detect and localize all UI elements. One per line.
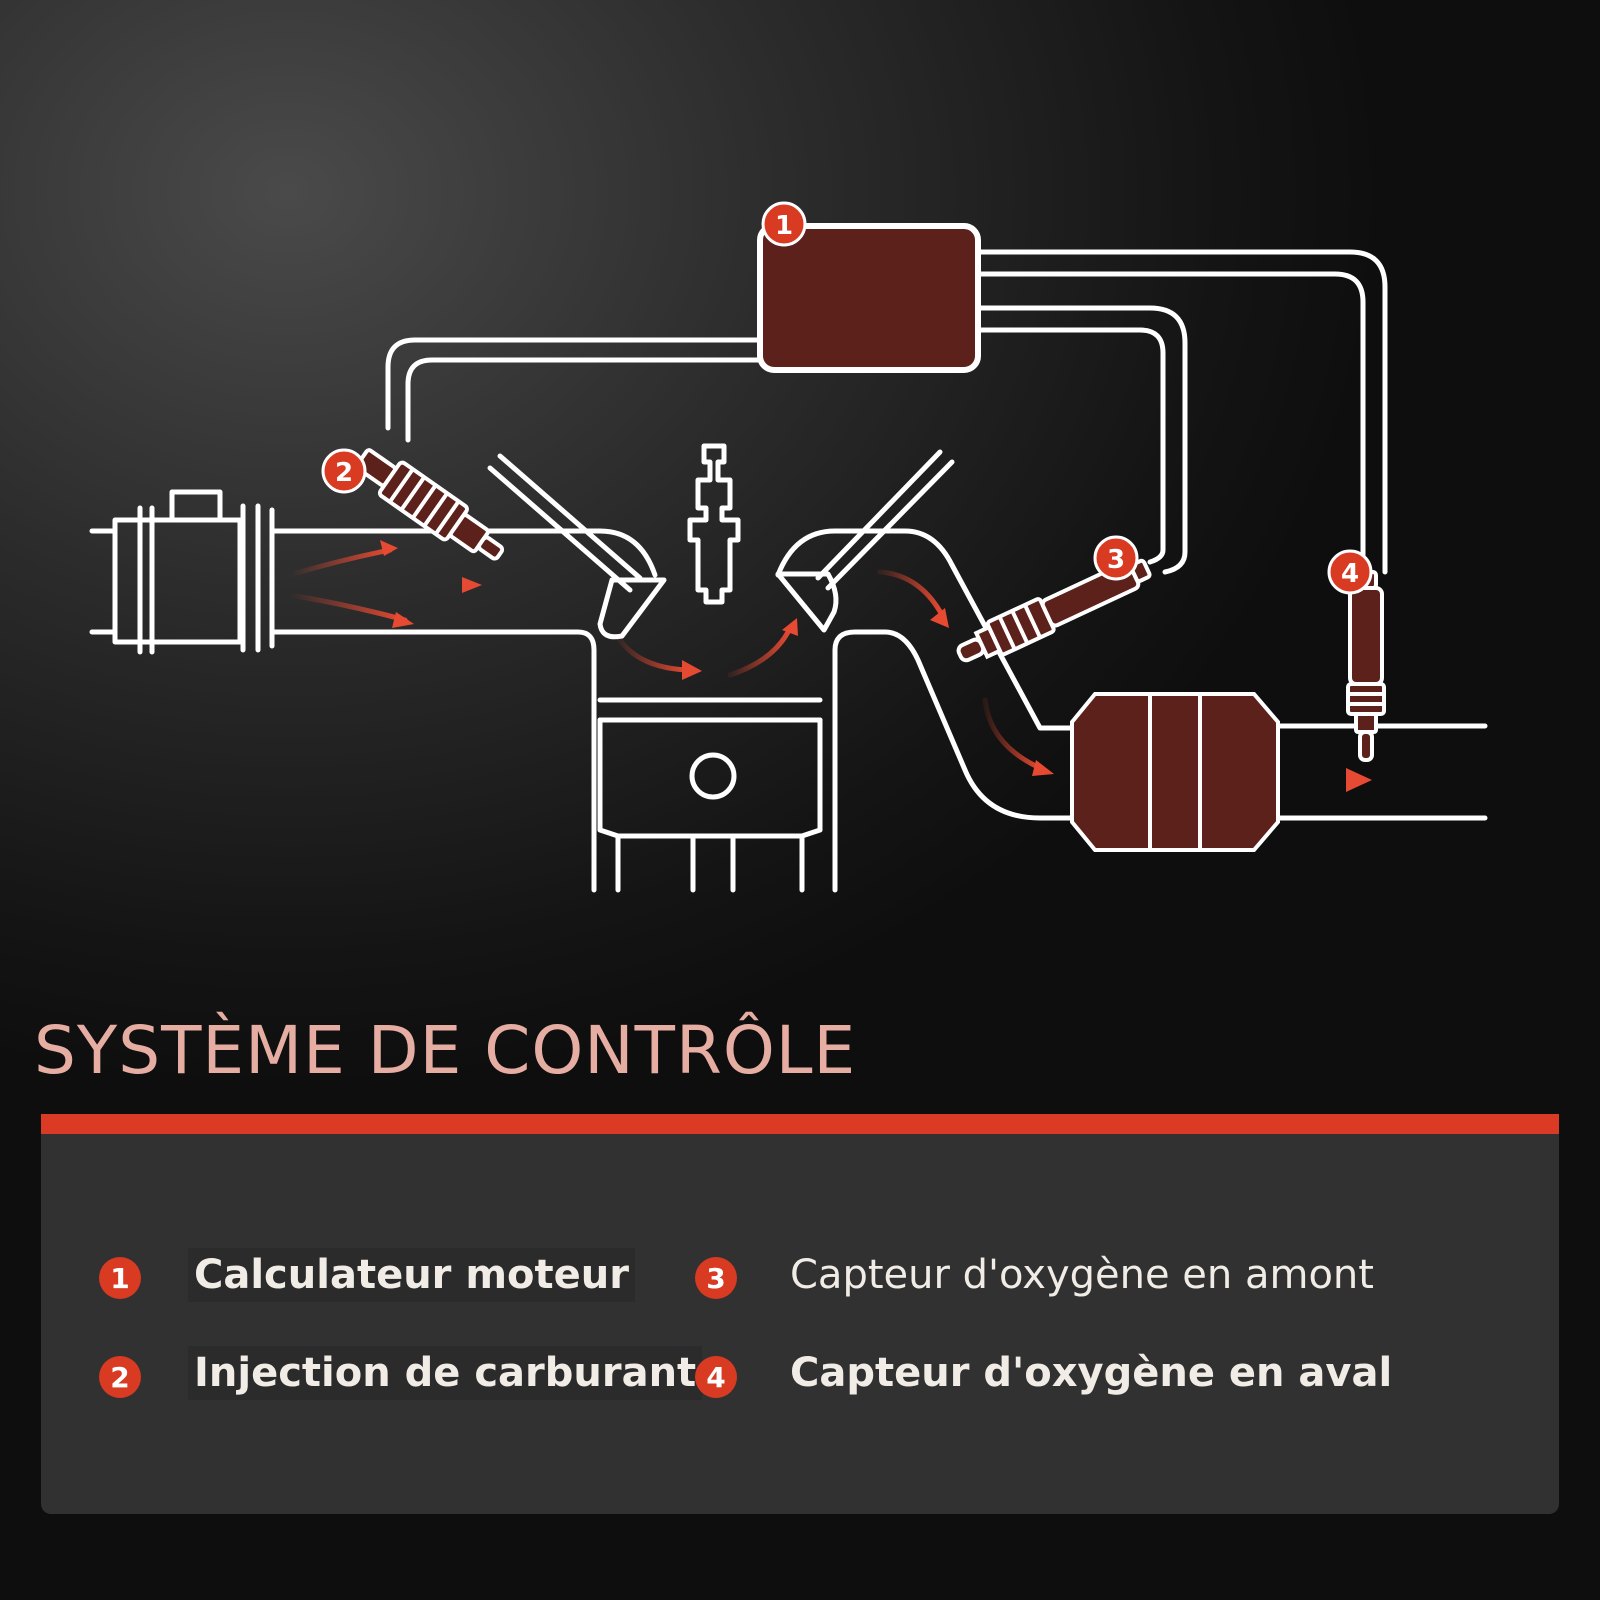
svg-text:1: 1 <box>775 211 793 241</box>
legend-badge-4: 4 <box>695 1356 737 1398</box>
piston-pin <box>689 752 737 800</box>
wire-to-injector-inner <box>405 357 761 443</box>
wire-to-sensor3-inner <box>975 327 1166 565</box>
legend-label-upstream-sensor: Capteur d'oxygène en amont <box>790 1252 1374 1298</box>
marker-4: 4 <box>1327 549 1373 595</box>
marker-2: 2 <box>321 448 367 494</box>
svg-text:4: 4 <box>1341 559 1359 589</box>
upstream-o2-sensor <box>956 558 1152 663</box>
airflow-meter-flanges <box>137 503 275 655</box>
intake-valve-head <box>597 577 667 640</box>
piston-head <box>597 697 823 723</box>
ecu-box <box>757 223 981 373</box>
wire-to-injector <box>385 337 761 431</box>
legend-label-downstream-sensor: Capteur d'oxygène en aval <box>790 1350 1393 1396</box>
flow-arrows <box>287 547 1358 783</box>
fuel-injector <box>354 448 505 561</box>
svg-text:3: 3 <box>1107 545 1125 575</box>
spark-plug <box>687 443 741 605</box>
svg-text:2: 2 <box>335 458 353 488</box>
wire-to-sensor4-inner <box>975 271 1366 575</box>
exhaust-valve-head <box>775 571 839 633</box>
legend-badge-1: 1 <box>99 1257 141 1299</box>
page-title: SYSTÈME DE CONTRÔLE <box>34 1012 857 1089</box>
engine-control-diagram: 1 2 3 4 <box>89 201 1388 893</box>
legend-label-ecu: Calculateur moteur <box>188 1248 635 1302</box>
piston-body <box>597 717 823 893</box>
legend-badge-3: 3 <box>695 1257 737 1299</box>
airflow-meter-body <box>112 517 243 645</box>
intake-valve-stem <box>487 453 643 593</box>
connecting-rod <box>690 833 736 893</box>
intake-pipe-bottom <box>89 629 597 893</box>
marker-3: 3 <box>1093 535 1139 581</box>
wire-to-sensor3-outer <box>975 305 1188 575</box>
flow-arrowheads <box>380 540 1372 792</box>
catalytic-converter <box>1070 692 1280 852</box>
exhaust-valve-stem <box>815 449 955 591</box>
legend-label-injection: Injection de carburant <box>188 1346 703 1400</box>
engine-body-right <box>832 629 1075 893</box>
intake-pipe-top <box>89 528 658 578</box>
marker-1: 1 <box>761 201 807 247</box>
legend-accent-bar <box>41 1114 1559 1134</box>
exhaust-pipe-top <box>775 528 1075 731</box>
airflow-meter-cap <box>169 489 223 523</box>
legend-panel <box>41 1114 1559 1514</box>
downstream-o2-sensor <box>1346 570 1386 762</box>
wire-to-sensor4-outer <box>975 249 1388 575</box>
legend-badge-2: 2 <box>99 1356 141 1398</box>
